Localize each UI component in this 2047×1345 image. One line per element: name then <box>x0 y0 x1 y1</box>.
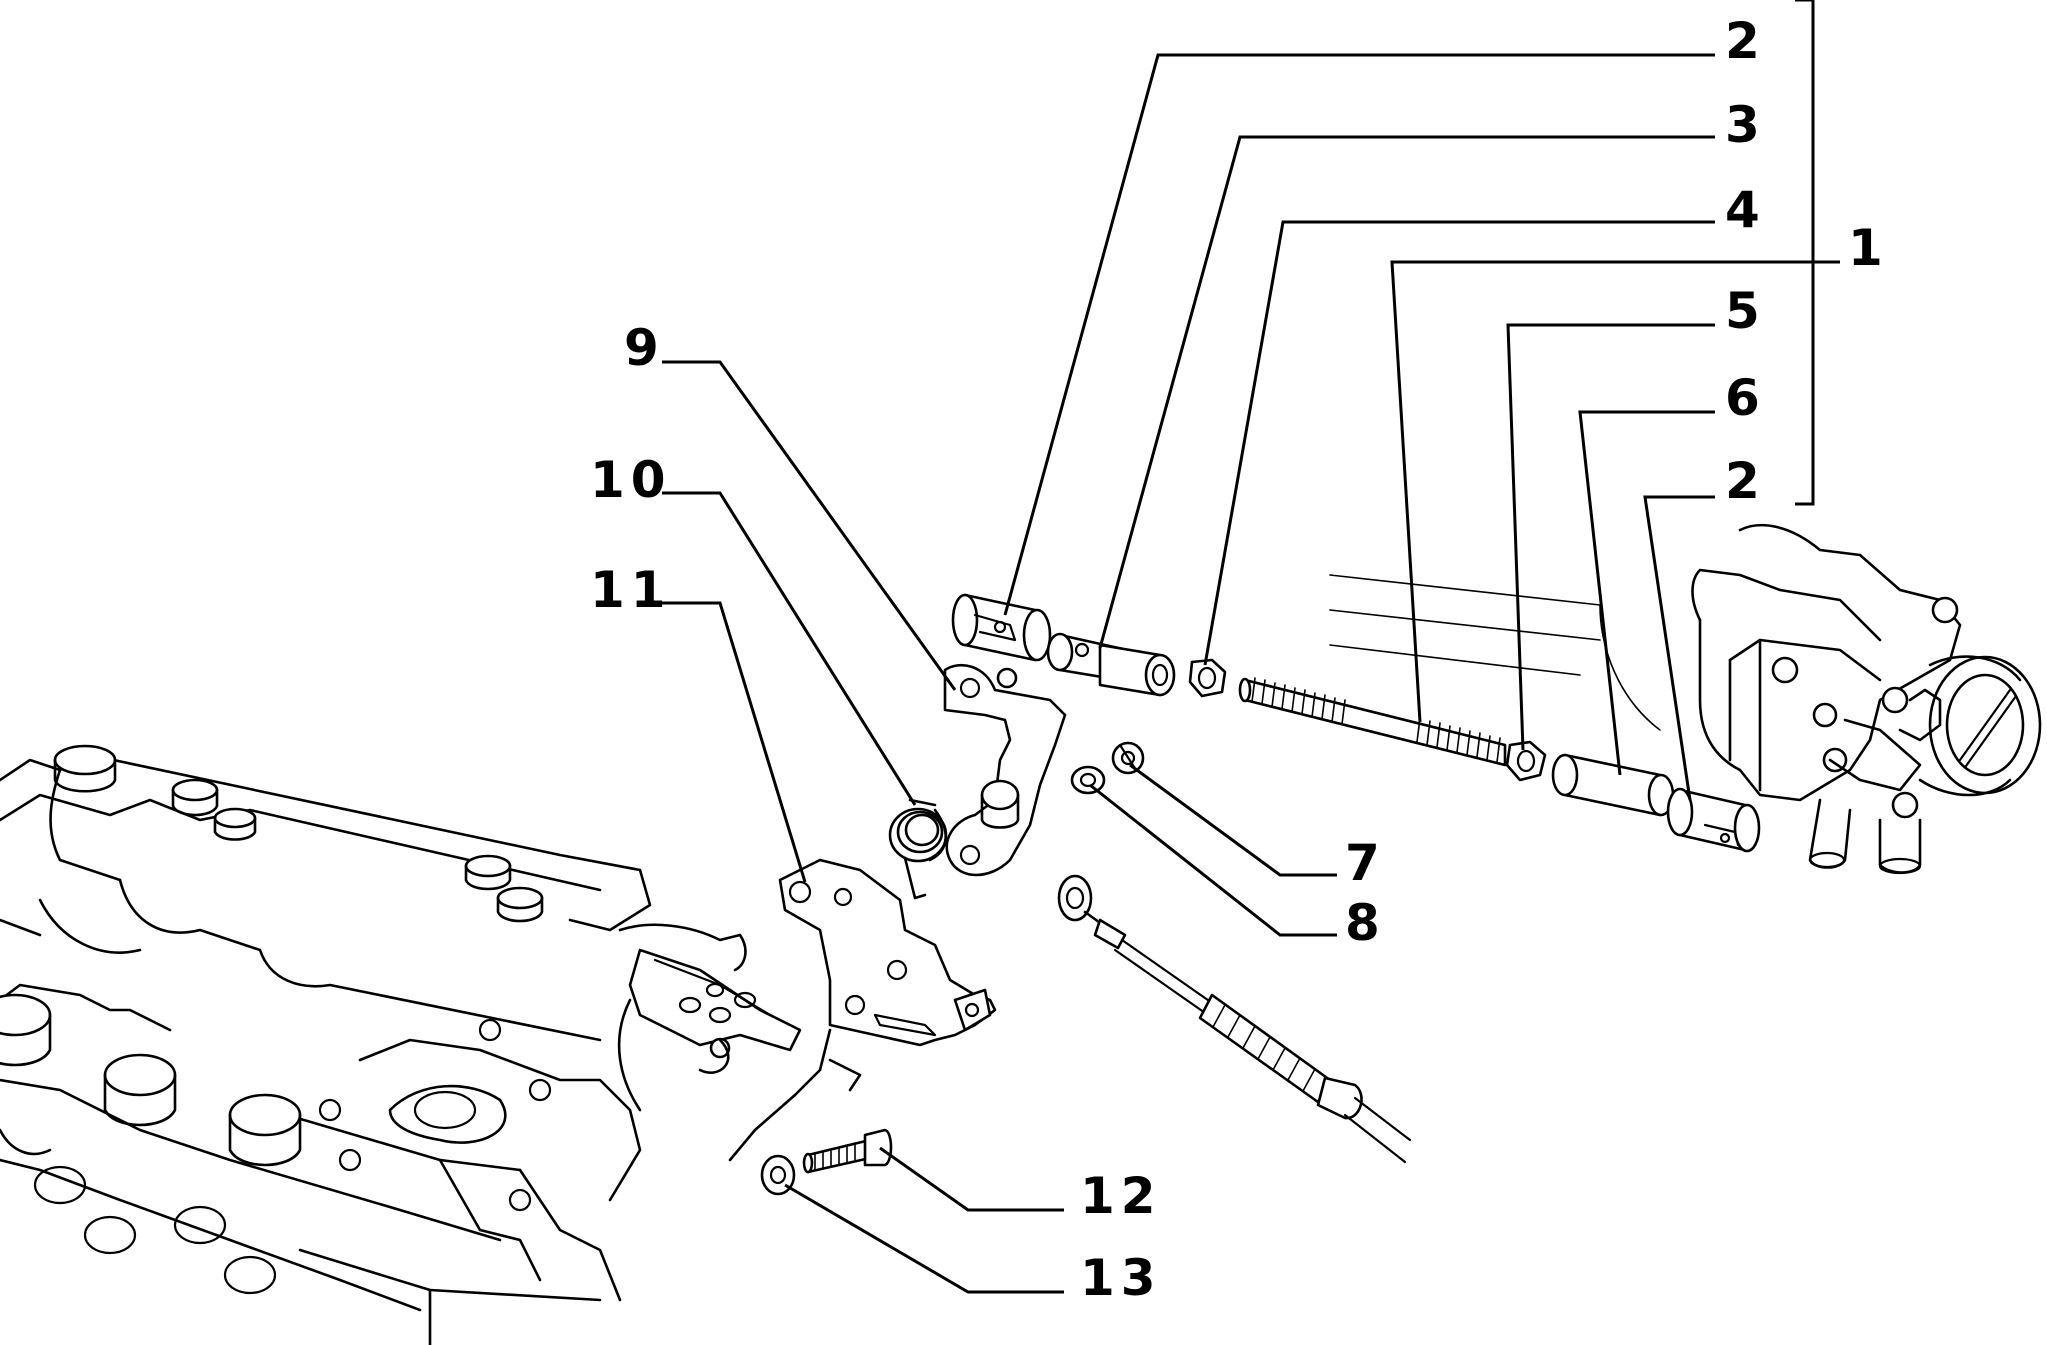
callout-labels: 2 3 4 1 5 6 2 9 10 11 7 8 12 13 <box>590 12 1889 1307</box>
part-3-sleeve <box>1046 632 1176 697</box>
part-6-sleeve <box>1551 753 1675 817</box>
part-10-spring <box>888 798 948 900</box>
callout-1: 1 <box>1848 219 1889 277</box>
callout-2-upper: 2 <box>1725 12 1766 70</box>
callout-11: 11 <box>590 561 672 619</box>
part-9-lever <box>943 663 1067 877</box>
callout-13: 13 <box>1080 1249 1162 1307</box>
callout-6: 6 <box>1725 369 1766 427</box>
part-5-nut <box>1505 740 1547 782</box>
part-8-washer <box>1070 765 1106 795</box>
throttle-body-drawing <box>1329 523 2042 875</box>
leader-lines <box>662 0 1840 1294</box>
part-2-bushing-lower <box>1666 787 1761 853</box>
callout-4: 4 <box>1725 181 1766 239</box>
part-7-clip <box>1111 741 1145 775</box>
callout-12: 12 <box>1080 1167 1162 1225</box>
callout-8: 8 <box>1345 894 1386 952</box>
intake-manifold-drawing <box>0 744 802 1345</box>
part-1-threaded-rod <box>1238 677 1507 767</box>
throttle-cable <box>1057 874 1412 1164</box>
callout-5: 5 <box>1725 282 1766 340</box>
callout-10: 10 <box>590 451 672 509</box>
callout-9: 9 <box>624 319 665 377</box>
part-4-nut <box>1188 658 1227 698</box>
part-2-bushing-upper <box>951 593 1052 662</box>
part-12-bolt <box>802 1128 893 1174</box>
callout-2-lower: 2 <box>1725 452 1766 510</box>
part-11-bracket <box>728 858 997 1162</box>
callout-3: 3 <box>1725 96 1766 154</box>
callout-7: 7 <box>1345 834 1386 892</box>
